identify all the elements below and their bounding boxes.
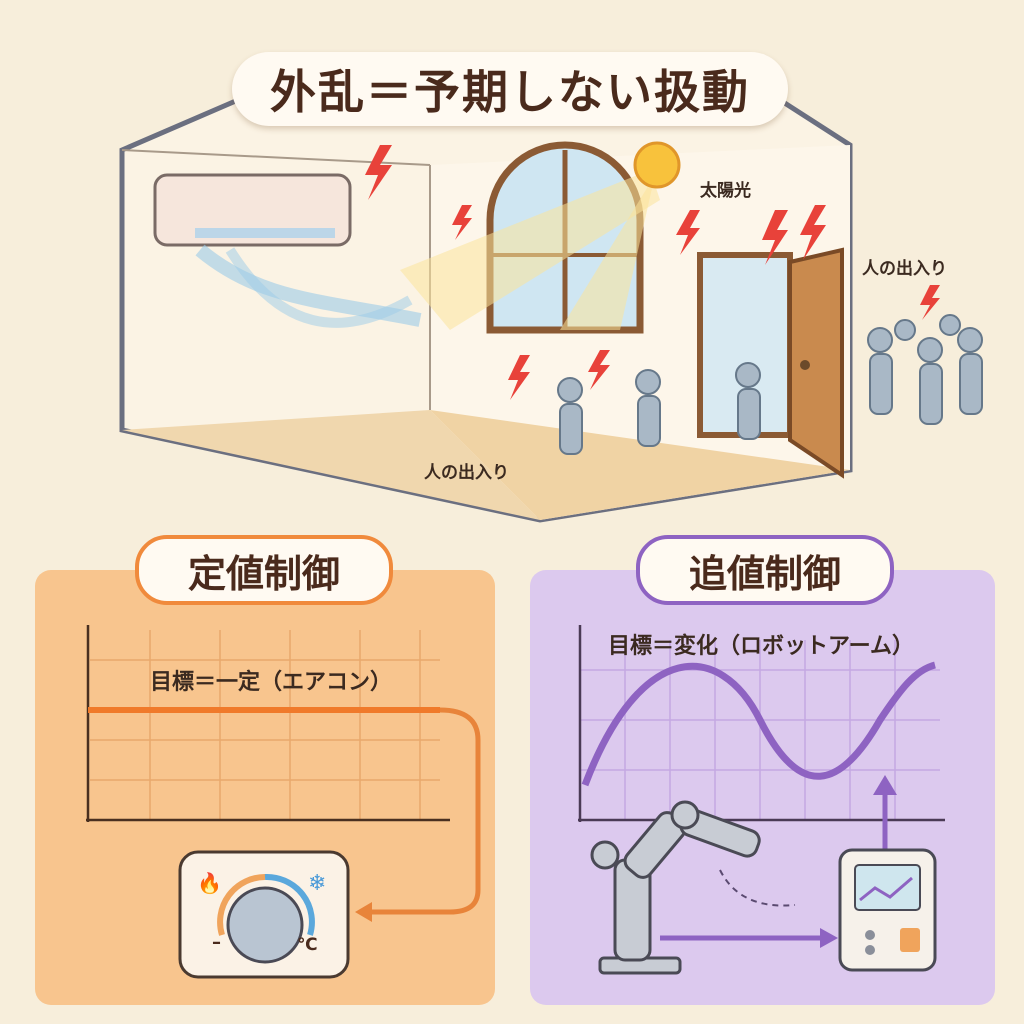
page-title: 外乱＝予期しない扱動 <box>232 52 788 126</box>
tracking-target-label: 目標＝変化（ロボットアーム） <box>608 634 915 659</box>
thermostat-minus-label: – <box>212 932 221 953</box>
constant-target-label: 目標＝一定（エアコン） <box>150 670 393 695</box>
robot-arm-icon <box>590 800 761 975</box>
lightning-icon <box>365 145 940 400</box>
door-icon <box>697 247 844 479</box>
snowflake-icon: ❄ <box>308 871 326 896</box>
target-curve <box>581 661 937 787</box>
feedback-arrow <box>365 707 481 915</box>
people-floor-label: 人の出入り <box>424 463 509 483</box>
window-icon <box>400 141 660 334</box>
air-conditioner-icon <box>153 173 422 328</box>
thermostat-unit-label: ℃ <box>297 935 318 955</box>
sun-icon <box>633 141 681 189</box>
people-door-label: 人の出入り <box>862 259 947 279</box>
tracking-control-title: 追値制御 <box>636 535 894 605</box>
constant-value-control-title: 定値制御 <box>135 535 393 605</box>
constant-value-panel: 🔥 ❄ <box>35 570 495 1005</box>
flame-icon: 🔥 <box>197 871 222 895</box>
sunlight-label: 太陽光 <box>700 181 751 201</box>
controller-device-icon <box>838 848 937 972</box>
tracking-panel <box>530 570 995 1005</box>
people-icon <box>557 314 983 455</box>
